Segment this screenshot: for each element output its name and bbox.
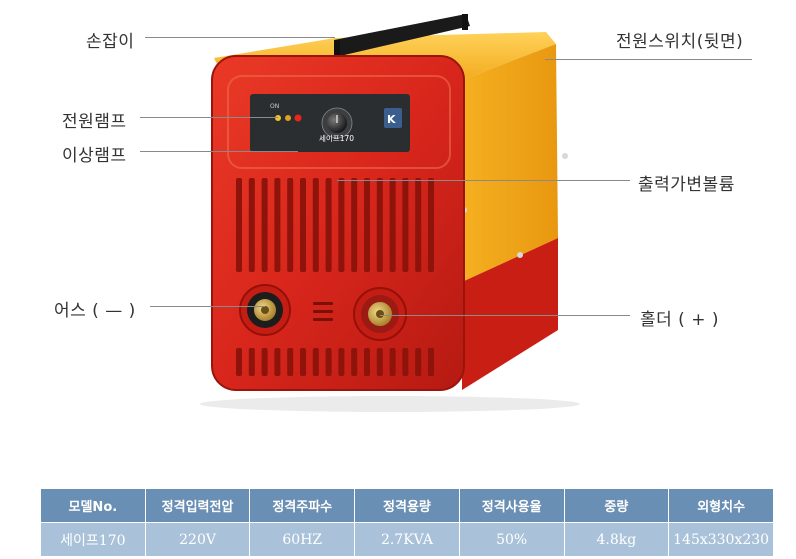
label-handle: 손잡이 [86,32,135,52]
cell-dimensions: 145x330x230 [668,522,774,557]
label-power-lamp: 전원램프 [62,112,127,132]
leader-power-lamp [140,117,278,118]
header-model: 모델No. [40,488,146,523]
leader-error-lamp [140,151,298,152]
panel-model-label: 세이프170 [319,133,354,143]
case-side [462,44,558,282]
cell-capacity: 2.7KVA [354,522,460,557]
lamp-on-label: ON [270,103,279,110]
header-capacity: 정격용량 [354,488,460,523]
leader-holder [380,315,630,316]
header-dimensions: 외형치수 [668,488,774,523]
error-lamp-icon [294,114,302,122]
case-side-lower [462,238,558,390]
spec-table-header-row: 모델No. 정격입력전압 정격주파수 정격용량 정격사용율 중량 외형치수 [40,488,774,523]
leader-output-knob [337,180,630,181]
label-ground: 어스 ( — ) [54,301,136,321]
welder-machine-image: ON 세이프170 K [200,14,580,412]
front-vents [236,178,434,272]
label-output-knob: 출력가변볼륨 [638,175,735,195]
product-illustration: ON 세이프170 K 손잡이 전원스위치(뒷면) 전원램프 [54,14,752,412]
leader-power-switch [545,59,752,60]
header-weight: 중량 [563,488,670,523]
label-power-switch: 전원스위치(뒷면) [616,32,744,52]
label-error-lamp: 이상램프 [62,146,127,166]
cell-duty-cycle: 50% [458,522,565,557]
handle-grip [334,14,470,56]
header-input-voltage: 정격입력전압 [144,488,251,523]
cell-input-voltage: 220V [144,522,251,557]
cell-frequency: 60HZ [249,522,356,557]
bottom-vents [236,348,434,376]
leader-handle [145,37,335,38]
cell-weight: 4.8kg [563,522,670,557]
header-duty-cycle: 정격사용율 [458,488,565,523]
label-holder: 홀더 ( + ) [640,310,720,330]
leader-ground [150,306,265,307]
power-lamp-icon [275,115,281,121]
cell-model: 세이프170 [40,522,146,557]
svg-text:K: K [387,113,396,126]
spec-table: 모델No. 정격입력전압 정격주파수 정격용량 정격사용율 중량 외형치수 세이… [40,488,774,557]
header-frequency: 정격주파수 [249,488,356,523]
table-row: 세이프170 220V 60HZ 2.7KVA 50% 4.8kg 145x33… [40,522,774,557]
